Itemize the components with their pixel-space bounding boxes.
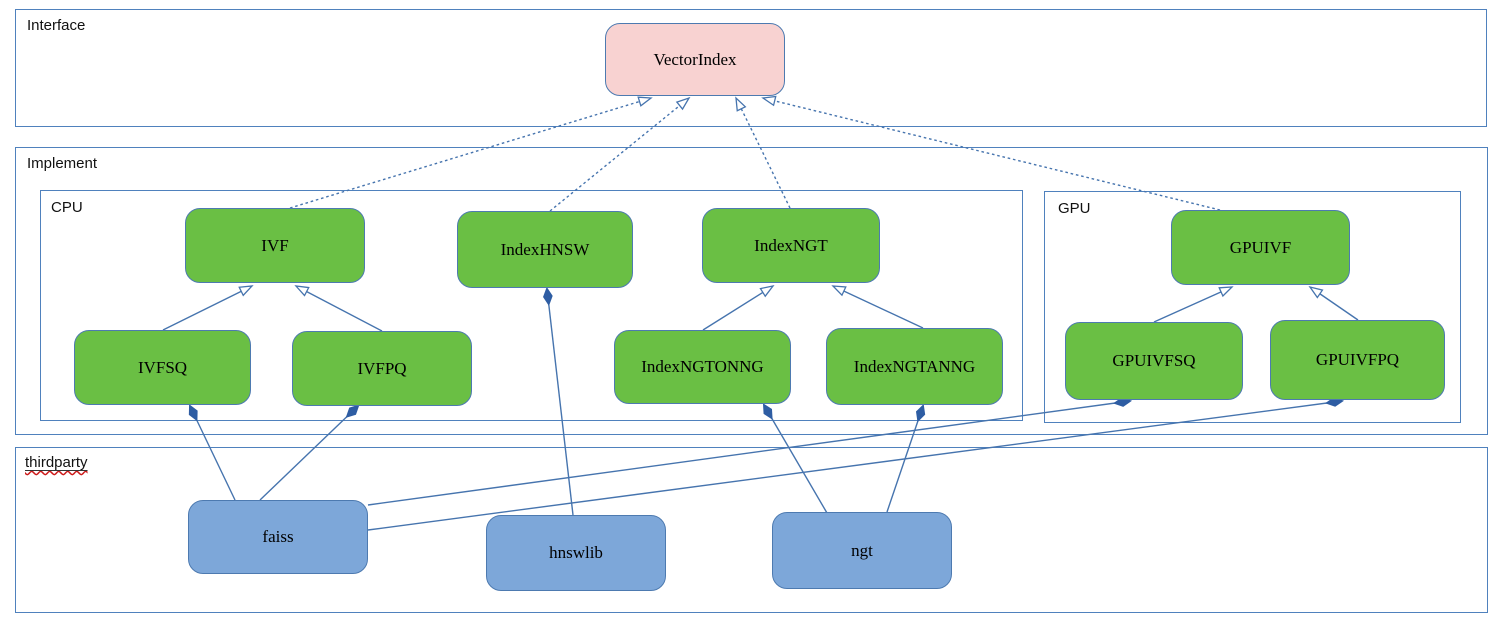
- node-ivfpq-label: IVFPQ: [357, 358, 407, 378]
- node-indexngtonng-label: IndexNGTONNG: [641, 357, 764, 376]
- container-cpu-label: CPU: [51, 199, 83, 216]
- container-gpu-label: GPU: [1058, 200, 1091, 217]
- container-thirdparty-label-text: thirdparty: [25, 454, 88, 471]
- node-hnswlib-label: hnswlib: [549, 543, 603, 562]
- node-hnswlib[interactable]: hnswlib: [486, 515, 666, 591]
- node-gpuivfsq[interactable]: GPUIVFSQ: [1065, 322, 1243, 400]
- node-ivfsq[interactable]: IVFSQ: [74, 330, 251, 405]
- node-vectorindex-label: VectorIndex: [653, 49, 737, 69]
- node-indexhnsw[interactable]: IndexHNSW: [457, 211, 633, 288]
- node-ngt-label: ngt: [851, 540, 873, 560]
- node-indexhnsw-label: IndexHNSW: [500, 239, 590, 259]
- node-gpuivfsq-label: GPUIVFSQ: [1112, 351, 1196, 370]
- node-gpuivfpq-label: GPUIVFPQ: [1315, 350, 1400, 369]
- node-gpuivfpq[interactable]: GPUIVFPQ: [1270, 320, 1445, 400]
- node-gpuivf[interactable]: GPUIVF: [1171, 210, 1350, 285]
- container-implement-label: Implement: [27, 155, 98, 172]
- node-indexngt-label: IndexNGT: [754, 235, 828, 255]
- spellcheck-underline: thirdparty: [25, 454, 88, 471]
- node-ivf-label: IVF: [261, 235, 289, 255]
- container-thirdparty-label: thirdparty: [25, 454, 88, 472]
- node-faiss[interactable]: faiss: [188, 500, 368, 574]
- container-interface-label: Interface: [27, 17, 86, 34]
- node-vectorindex[interactable]: VectorIndex: [605, 23, 785, 96]
- node-indexngtonng[interactable]: IndexNGTONNG: [614, 330, 791, 404]
- node-faiss-label: faiss: [262, 527, 294, 546]
- node-indexngtanng[interactable]: IndexNGTANNG: [826, 328, 1003, 405]
- node-gpuivf-label: GPUIVF: [1229, 237, 1292, 257]
- node-ivfsq-label: IVFSQ: [137, 357, 188, 377]
- node-ivf[interactable]: IVF: [185, 208, 365, 283]
- node-ngt[interactable]: ngt: [772, 512, 952, 589]
- node-indexngtanng-label: IndexNGTANNG: [853, 356, 976, 376]
- node-ivfpq[interactable]: IVFPQ: [292, 331, 472, 406]
- node-indexngt[interactable]: IndexNGT: [702, 208, 880, 283]
